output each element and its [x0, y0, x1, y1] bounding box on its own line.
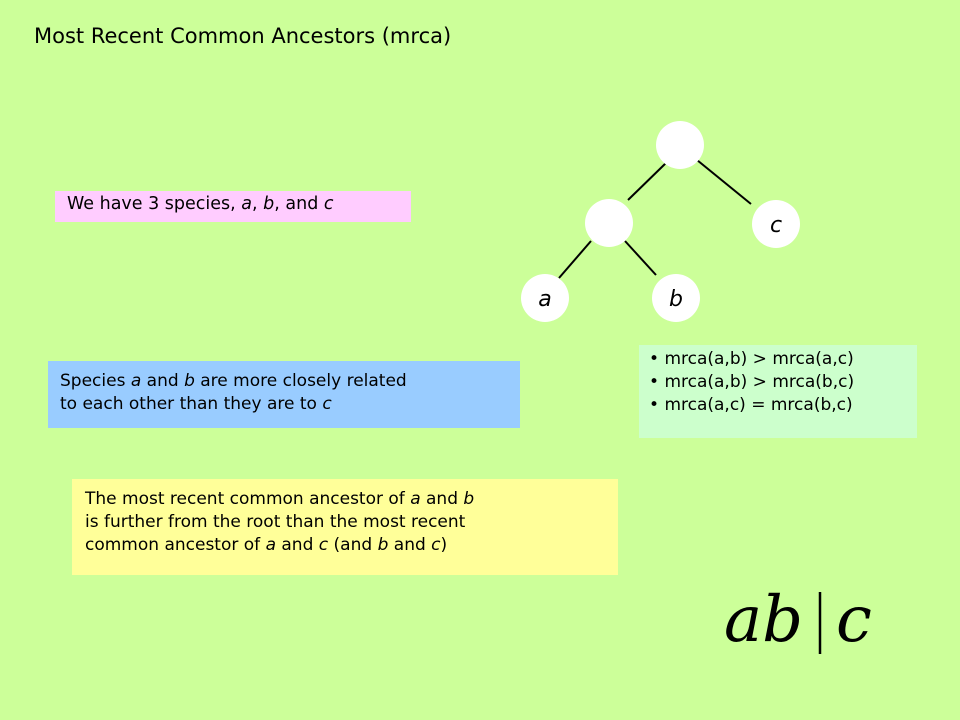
slide-title: Most Recent Common Ancestors (mrca)	[34, 24, 452, 48]
edge-root-c	[696, 159, 752, 205]
bullet: •	[649, 349, 660, 369]
clade-notation: ab c	[724, 583, 872, 657]
species-b: b	[463, 489, 475, 509]
text: The most recent common ancestor of	[85, 489, 411, 509]
species-a: a	[241, 194, 253, 214]
edge-internal-b	[624, 240, 657, 276]
text: )	[440, 535, 448, 555]
operator: =	[751, 395, 766, 415]
mrca-left: mrca(a,b)	[664, 349, 748, 369]
text: and	[141, 371, 185, 391]
text: and	[420, 489, 464, 509]
clade-c: c	[836, 583, 872, 657]
mrca-right: mrca(b,c)	[770, 395, 853, 415]
species-text-1: We have 3 species,	[67, 194, 242, 214]
text: and	[275, 535, 319, 555]
mrca-right: mrca(b,c)	[772, 372, 855, 392]
edge-root-internal	[627, 161, 668, 201]
species-text-3: , and	[274, 194, 324, 214]
species-a: a	[130, 371, 142, 391]
text: and	[388, 535, 432, 555]
leaf-label-b: b	[669, 287, 683, 312]
mrca-left: mrca(a,b)	[664, 372, 748, 392]
species-b: b	[377, 535, 389, 555]
text: (and	[328, 535, 378, 555]
mrca-bullet-3: • mrca(a,c) = mrca(b,c)	[649, 394, 917, 417]
text: common ancestor of	[85, 535, 266, 555]
text: are more closely related	[194, 371, 407, 391]
operator: >	[752, 372, 767, 392]
text: to each other than they are to	[60, 394, 323, 414]
species-a: a	[410, 489, 421, 509]
species-c: c	[322, 394, 332, 414]
mrca-left: mrca(a,c)	[664, 395, 746, 415]
edge-internal-a	[558, 240, 592, 279]
mrca-bullet-1: • mrca(a,b) > mrca(a,c)	[649, 348, 917, 371]
text: Species	[60, 371, 131, 391]
species-statement-box: We have 3 species, a, b, and c	[55, 191, 411, 222]
internal-node	[585, 199, 633, 247]
leaf-label-a: a	[538, 287, 551, 312]
relatedness-box: Species a and b are more closely related…	[48, 361, 520, 428]
species-b: b	[263, 194, 275, 214]
mrca-explanation-box: The most recent common ancestor of a and…	[72, 479, 618, 575]
explanation-line-1: The most recent common ancestor of a and…	[85, 488, 618, 511]
leaf-node-a	[521, 274, 569, 322]
species-c: c	[323, 194, 334, 214]
clade-ab: ab	[724, 583, 803, 657]
bullet: •	[649, 372, 660, 392]
species-c: c	[318, 535, 329, 555]
operator: >	[752, 349, 767, 369]
root-node	[656, 121, 704, 169]
explanation-line-3: common ancestor of a and c (and b and c)	[85, 534, 618, 557]
relatedness-line-1: Species a and b are more closely related	[60, 370, 520, 393]
leaf-node-c	[752, 200, 800, 248]
leaf-label-c: c	[770, 213, 782, 238]
mrca-right: mrca(a,c)	[772, 349, 854, 369]
species-b: b	[184, 371, 195, 391]
text: is further from the root than the most r…	[85, 512, 466, 532]
mrca-bullet-2: • mrca(a,b) > mrca(b,c)	[649, 371, 917, 394]
mrca-comparisons-box: • mrca(a,b) > mrca(a,c) • mrca(a,b) > mr…	[639, 345, 917, 438]
species-a: a	[265, 535, 276, 555]
leaf-node-b	[652, 274, 700, 322]
species-text-2: ,	[252, 194, 264, 214]
relatedness-line-2: to each other than they are to c	[60, 393, 520, 416]
explanation-line-2: is further from the root than the most r…	[85, 511, 618, 534]
bullet: •	[649, 395, 660, 415]
species-c: c	[431, 535, 441, 555]
